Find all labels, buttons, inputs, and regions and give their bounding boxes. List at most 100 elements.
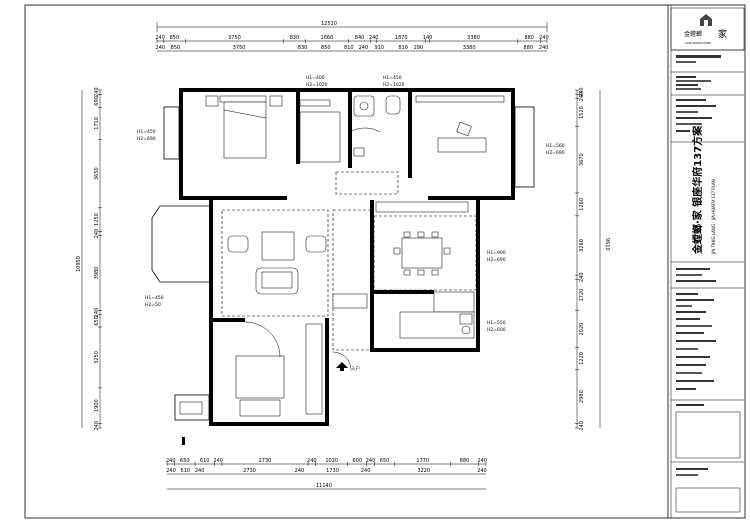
- dim-top-overall: 12510: [321, 21, 337, 27]
- window-label-master-h1: H1=450: [137, 129, 156, 135]
- dim-top-row1-label: 3750: [228, 35, 241, 41]
- dim-top-row2-label: 830: [298, 45, 308, 51]
- window-label-dining-h1: H1=900: [487, 250, 506, 256]
- project-title: 金螳螂·家 银座华府137方案: [691, 125, 704, 255]
- right-dimensions: 9610 24024015203670126032602401720202012…: [575, 87, 610, 431]
- dim-left-label: 690: [94, 96, 100, 106]
- dim-left-label: 3980: [94, 267, 100, 280]
- dim-left-overall: 10950: [76, 256, 82, 272]
- dim-bottom-row1-label: 2730: [259, 458, 272, 464]
- dim-top-row1-label: 3380: [467, 35, 480, 41]
- dim-bottom-row2-label: 1730: [326, 468, 339, 474]
- dim-top-row2-label: 3750: [233, 45, 246, 51]
- top-dimensions: 12510 240 850 3750 830 1660 840 240 1870 140 3380…: [155, 21, 549, 52]
- dim-bottom-row1-label: 600: [352, 458, 362, 464]
- dim-right-label: 240: [579, 272, 585, 282]
- window-label-topright-h2: H2=1020: [383, 82, 405, 88]
- dim-left-label: 3250: [94, 351, 100, 364]
- window-label-living-h1: H1=450: [145, 295, 164, 301]
- logo-home: 家: [718, 28, 727, 40]
- dim-right-label: 1260: [579, 198, 585, 211]
- second-bedroom: [179, 321, 323, 417]
- dim-bottom-row2-label: 240: [295, 468, 305, 474]
- section-marker: [182, 437, 185, 445]
- dim-right-overall: 9610: [604, 238, 610, 251]
- dining-room: [375, 201, 469, 276]
- dim-bottom-row2-label: 3220: [417, 468, 430, 474]
- window-label-master-h2: H2=690: [137, 136, 156, 142]
- dim-left-label: 240: [94, 308, 100, 318]
- dim-bottom-row1-label: 610: [200, 458, 210, 464]
- living-room: [227, 231, 327, 295]
- dim-bottom-row2-label: 610: [181, 468, 191, 474]
- dim-top-row2-label: 850: [321, 45, 331, 51]
- dim-left-label: 240: [94, 87, 100, 97]
- dim-bottom-row1-label: 240: [366, 458, 376, 464]
- dim-right-label: 2980: [579, 390, 585, 403]
- window-label-topleft-h1: H1=400: [306, 75, 325, 81]
- dim-top-row1-label: 840: [355, 35, 365, 41]
- dim-bottom-row1-label: 650: [180, 458, 190, 464]
- dim-left-label: 240: [94, 229, 100, 239]
- master-bedroom: [205, 95, 341, 163]
- project-subtitle: JIN TANG LANG · JIA HUAFU 137 PLAN: [711, 179, 716, 255]
- kitchen: [399, 291, 475, 339]
- dim-top-row1-label: 140: [423, 35, 433, 41]
- left-dimensions: 10950 2406901710365012502403980240650325…: [76, 87, 102, 431]
- window-label-kitchen-h2: H2=600: [487, 327, 506, 333]
- dim-top-row1-label: 880: [524, 35, 534, 41]
- dim-top-row2-label: 240: [156, 45, 166, 51]
- dim-bottom-row1-label: 1020: [325, 458, 338, 464]
- dim-top-row1-label: 1870: [395, 35, 408, 41]
- dim-top-row2-label: 850: [171, 45, 181, 51]
- window-label-living-h2: H2=50: [145, 302, 161, 308]
- dim-right-label: 1220: [579, 352, 585, 365]
- dim-right-label: 2020: [579, 323, 585, 336]
- title-block: 金螳螂 家 GOLD MANTIS HOME 金螳螂·家 银座华府137方案 J…: [670, 7, 745, 513]
- dim-bottom-row2-label: 240: [477, 468, 487, 474]
- room-zones: [221, 171, 477, 351]
- window-label-kitchen-h1: H1=550: [487, 320, 506, 326]
- dim-top-row2-label: 240: [359, 45, 369, 51]
- dim-right-label: 1720: [579, 289, 585, 302]
- dim-bottom-row1-label: 650: [380, 458, 390, 464]
- dim-top-row1-label: 240: [155, 35, 165, 41]
- walls: [151, 88, 535, 426]
- dim-right-label: 240: [579, 421, 585, 431]
- dim-bottom-row2-label: 240: [166, 468, 176, 474]
- sheet-border: [24, 4, 746, 519]
- dim-bottom-row1-label: 880: [460, 458, 470, 464]
- dim-top-row2-label: 240: [539, 45, 549, 51]
- dim-top-row2-label: 910: [375, 45, 385, 51]
- window-label-study-h2: H2=690: [546, 150, 565, 156]
- window-label-study-h1: H1=560: [546, 143, 565, 149]
- dim-bottom-row1-label: 240: [307, 458, 317, 464]
- dim-top-row2-label: 290: [414, 45, 424, 51]
- dim-right-label: 240: [579, 92, 585, 102]
- dim-right-label: 240: [579, 87, 585, 97]
- dim-left-label: 240: [94, 421, 100, 431]
- dim-top-row1-label: 240: [369, 35, 379, 41]
- dim-top-row2-label: 3380: [463, 45, 476, 51]
- dim-top-row1-label: 240: [539, 35, 549, 41]
- dim-bottom-row1-label: 240: [166, 458, 176, 464]
- dim-top-row1-label: 1660: [321, 35, 334, 41]
- window-label-dining-h2: H2=690: [487, 257, 506, 263]
- entrance-door: [332, 293, 368, 371]
- bathroom: [349, 95, 401, 157]
- dim-bottom-overall: 11140: [316, 483, 332, 489]
- dim-left-label: 1710: [94, 117, 100, 130]
- dim-left-label: 1900: [94, 399, 100, 412]
- window-label-topright-h1: H1=450: [383, 75, 402, 81]
- dim-right-label: 3670: [579, 153, 585, 166]
- dim-left-label: 1250: [94, 213, 100, 226]
- entrance-label: 入户: [351, 365, 360, 372]
- window-labels: H1=450 H2=690 H1=400 H2=1020 H1=450 H2=1…: [137, 75, 565, 333]
- logo-cn: 金螳螂: [684, 30, 702, 38]
- dim-bottom-row2-label: 240: [195, 468, 205, 474]
- dim-right-label: 3260: [579, 239, 585, 252]
- dim-top-row1-label: 850: [170, 35, 180, 41]
- dim-top-row2-label: 810: [398, 45, 408, 51]
- dim-bottom-row2-label: 240: [361, 468, 371, 474]
